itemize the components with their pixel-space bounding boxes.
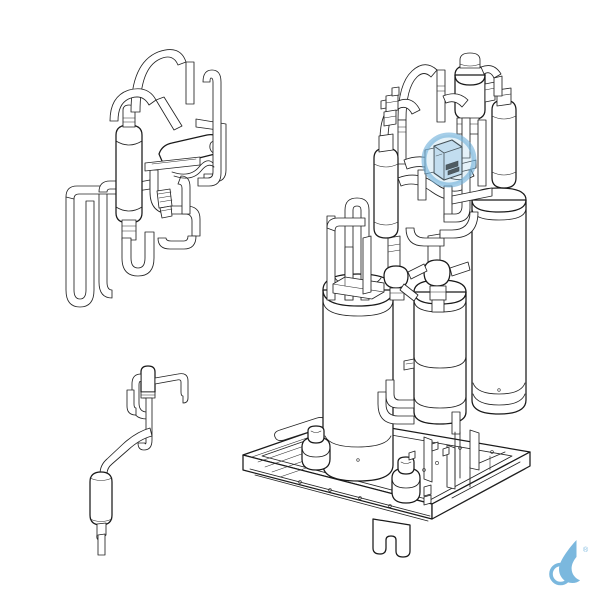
compressor-right-body xyxy=(471,187,527,415)
lower-suction-piping xyxy=(377,379,461,481)
service-port-fitting xyxy=(156,188,173,219)
part-main-compressor-assembly[interactable] xyxy=(242,52,531,558)
capillary-left-loop xyxy=(126,373,148,420)
capillary-sloped-tube xyxy=(99,427,153,475)
part-upper-left-pipe-kit[interactable] xyxy=(65,49,227,308)
pan-hardware-details xyxy=(408,441,450,472)
upper-pipe-network xyxy=(373,52,517,247)
upper-arch-tube-b xyxy=(109,88,183,131)
water-droplet-logo: ® xyxy=(549,540,589,586)
diagonal-capillary xyxy=(171,160,215,179)
compressor-left-body xyxy=(322,273,394,482)
accumulator-cylinder xyxy=(115,104,143,241)
service-valve-cluster xyxy=(383,233,471,313)
compressor-center-body xyxy=(403,279,467,425)
lower-center-piping xyxy=(149,169,201,250)
left-mid-connector xyxy=(144,156,201,172)
selected-part-highlight[interactable] xyxy=(421,132,477,188)
accumulator-return-bend xyxy=(121,231,155,277)
small-valve-block xyxy=(380,86,400,127)
upper-arch-tube-a xyxy=(130,49,195,113)
right-upper-accumulator xyxy=(491,87,517,189)
mounting-grommet-center xyxy=(391,456,432,506)
drier-outlet-tube xyxy=(96,522,107,556)
capillary-top-valve xyxy=(140,365,156,399)
highlighted-component[interactable] xyxy=(424,139,463,181)
mounting-grommet-left xyxy=(301,425,331,471)
capillary-center-tube xyxy=(137,397,153,451)
filter-drier-body xyxy=(89,471,113,526)
rear-left-guard-bracket xyxy=(326,197,385,301)
left-long-u-tube xyxy=(65,191,113,308)
part-lower-left-capillary-kit[interactable] xyxy=(89,365,189,556)
droplet-inner-circle xyxy=(549,562,572,586)
registered-mark: ® xyxy=(583,546,589,554)
right-hook-tube xyxy=(197,69,222,187)
capillary-right-arm xyxy=(154,373,189,404)
droplet-icon xyxy=(559,540,581,583)
